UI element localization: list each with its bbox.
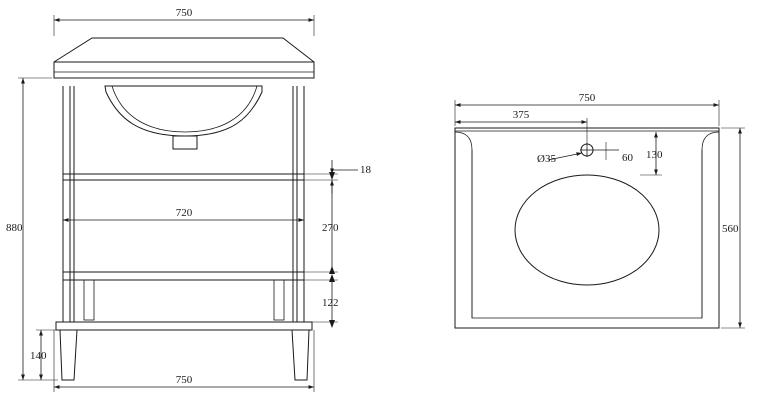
legs xyxy=(59,329,310,381)
countertop xyxy=(53,37,315,79)
dim-bottom-width: 750 xyxy=(53,330,315,392)
dim-tap-offset: 375 xyxy=(455,109,588,143)
dim-depth: 560 xyxy=(721,127,745,329)
dim-total-height: 880 xyxy=(6,77,58,381)
dim-lower-gap-label: 122 xyxy=(322,297,339,309)
dim-depth-label: 560 xyxy=(722,223,739,235)
dim-top-view-width: 750 xyxy=(454,92,720,126)
tap-hole-callout: Ø35 xyxy=(537,152,583,165)
dim-tap-side-label: 60 xyxy=(622,152,634,164)
sink-basin xyxy=(104,85,263,150)
upper-shelf xyxy=(63,173,304,181)
dim-tap-side: 60 xyxy=(594,142,634,164)
tap-hole-label: Ø35 xyxy=(537,153,556,165)
dim-tap-offset-label: 375 xyxy=(513,109,530,121)
dim-shelf-gap-label: 270 xyxy=(322,222,339,234)
base-plinth xyxy=(55,321,313,331)
frame-posts xyxy=(62,86,305,322)
lower-shelf xyxy=(63,271,304,321)
front-view: 750 880 140 720 xyxy=(6,7,372,392)
dim-top-view-width-label: 750 xyxy=(579,92,596,104)
top-view: 750 375 Ø35 60 130 5 xyxy=(454,92,745,329)
countertop-outline xyxy=(454,127,720,329)
dim-shelf-thickness-label: 18 xyxy=(360,164,372,176)
dim-top-width: 750 xyxy=(53,7,315,36)
dim-leg-height-label: 140 xyxy=(30,350,47,362)
dim-inner-width-label: 720 xyxy=(176,207,193,219)
dim-total-height-label: 880 xyxy=(6,222,23,234)
dim-tap-back: 130 xyxy=(640,132,663,176)
dim-tap-back-label: 130 xyxy=(646,149,663,161)
dim-right-stack: 18 270 122 xyxy=(304,160,372,328)
basin-oval xyxy=(514,174,660,286)
dim-leg-height: 140 xyxy=(30,329,56,380)
dim-inner-width: 720 xyxy=(62,207,304,222)
dim-bottom-width-label: 750 xyxy=(176,374,193,386)
tap-hole xyxy=(580,143,594,157)
dim-top-width-label: 750 xyxy=(176,7,193,19)
